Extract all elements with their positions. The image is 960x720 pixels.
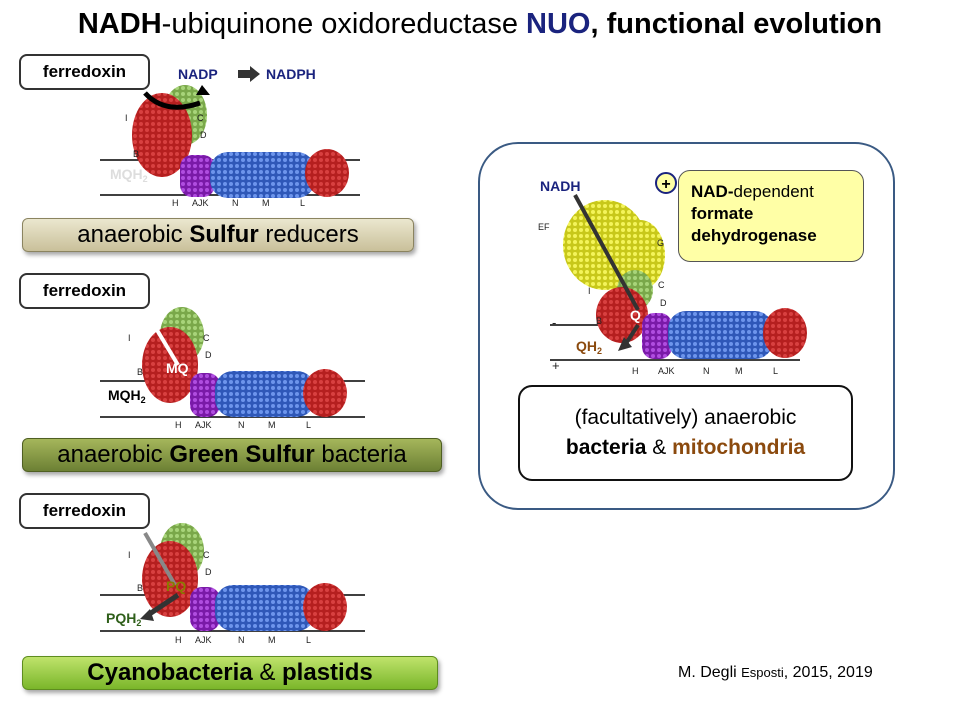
red-subunit-L <box>303 369 347 417</box>
nadph-label: NADPH <box>266 66 316 82</box>
subunit-ef-label: EF <box>538 222 550 232</box>
subunit-ajk-label: AJK <box>195 635 212 645</box>
purple-subunit <box>190 373 220 417</box>
plus-icon: + <box>655 172 677 194</box>
electron-path <box>143 532 177 586</box>
subunit-c-label: C <box>658 280 665 290</box>
banner-cyanobacteria: Cyanobacteria & plastids <box>22 656 438 690</box>
subunit-ajk-label: AJK <box>195 420 212 430</box>
ferredoxin-arrow <box>143 91 201 110</box>
qh2-label: QH2 <box>576 338 603 356</box>
credit-line: M. Degli Esposti, 2015, 2019 <box>678 664 873 681</box>
title-nuo: NUO <box>526 8 591 40</box>
purple-subunit <box>190 587 220 631</box>
electron-path <box>573 194 640 311</box>
red-subunit-L <box>305 149 349 197</box>
title-comma: , <box>590 8 607 40</box>
subunit-h-label: H <box>175 635 182 645</box>
subunit-l-label: L <box>300 198 306 208</box>
subunit-ajk-label: AJK <box>658 366 675 376</box>
subunit-c-label: C <box>203 550 210 560</box>
subunit-i-label: I <box>128 550 131 560</box>
mq-label: MQ <box>166 360 189 376</box>
q-label: Q <box>630 307 641 323</box>
mqh2-label-2: MQH2 <box>108 387 146 405</box>
subunit-i-label: I <box>125 113 128 123</box>
subunit-ajk-label: AJK <box>192 198 209 208</box>
mitochondria-panel <box>478 142 895 510</box>
complex-diagram-1 <box>100 85 360 198</box>
subunit-m-label: M <box>268 635 276 645</box>
subunit-g-label: G <box>657 238 665 248</box>
subunit-d-label: D <box>205 350 212 360</box>
pq-label: PQ <box>166 578 187 594</box>
nadp-label: NADP <box>178 66 218 82</box>
banner-sulfur-reducers: anaerobic Sulfur reducers <box>22 218 414 252</box>
blue-membrane-arm <box>210 152 315 198</box>
subunit-d-label: D <box>660 298 667 308</box>
purple-subunit <box>180 155 215 197</box>
subunit-m-label: M <box>735 366 743 376</box>
nadp-arrow-icon <box>238 66 260 82</box>
ferredoxin-callout-2: ferredoxin <box>19 273 150 309</box>
subunit-l-label: L <box>306 635 312 645</box>
plus-sign: + <box>552 358 560 373</box>
subunit-d-label: D <box>200 130 207 140</box>
subunit-n-label: N <box>703 366 710 376</box>
subunit-b-label: B <box>137 367 144 377</box>
complex-diagram-3 <box>100 523 365 632</box>
subunit-c-label: C <box>197 113 204 123</box>
electron-path <box>143 308 180 367</box>
ferredoxin-callout-1: ferredoxin <box>19 54 150 90</box>
subunit-h-label: H <box>632 366 639 376</box>
nadh-label: NADH <box>540 178 581 194</box>
blue-membrane-arm <box>668 311 773 359</box>
complex-diagram-2 <box>100 305 365 418</box>
minus-sign: - <box>552 315 557 330</box>
subunit-n-label: N <box>238 420 245 430</box>
subunit-i-label: I <box>588 286 591 296</box>
blue-membrane-arm <box>215 371 315 417</box>
subunit-n-label: N <box>232 198 239 208</box>
formate-dehydrogenase-box: NAD-dependent formate dehydrogenase <box>678 170 864 262</box>
subunit-b-label: B <box>133 149 140 159</box>
banner-green-sulfur: anaerobic Green Sulfur bacteria <box>22 438 442 472</box>
subunit-m-label: M <box>268 420 276 430</box>
subunit-l-label: L <box>306 420 312 430</box>
bacteria-mitochondria-box: (facultatively) anaerobic bacteria & mit… <box>518 385 853 481</box>
pqh2-label: PQH2 <box>106 610 142 628</box>
subunit-h-label: H <box>175 420 182 430</box>
red-subunit-arm <box>132 93 192 177</box>
subunit-h-label: H <box>172 198 179 208</box>
red-subunit-arm <box>142 327 198 403</box>
mqh2-label-1: MQH2 <box>110 166 148 184</box>
subunit-d-label: D <box>205 567 212 577</box>
subunit-b-label: B <box>137 583 144 593</box>
red-subunit-L <box>763 308 807 358</box>
purple-subunit <box>642 313 672 359</box>
blue-membrane-arm <box>215 585 315 631</box>
ferredoxin-callout-3: ferredoxin <box>19 493 150 529</box>
subunit-b-label: B <box>596 316 603 326</box>
subunit-l-label: L <box>773 366 779 376</box>
page-title: NADH-ubiquinone oxidoreductase NUO, func… <box>0 8 960 41</box>
title-nadh: NADH <box>77 8 162 40</box>
subunit-i-label: I <box>128 333 131 343</box>
subunit-c-label: C <box>203 333 210 343</box>
title-middle: -ubiquinone oxidoreductase <box>161 8 527 40</box>
complex-diagram-4 <box>550 194 807 361</box>
red-subunit-L <box>303 583 347 631</box>
subunit-m-label: M <box>262 198 270 208</box>
subunit-n-label: N <box>238 635 245 645</box>
title-functional: functional evolution <box>606 8 883 40</box>
